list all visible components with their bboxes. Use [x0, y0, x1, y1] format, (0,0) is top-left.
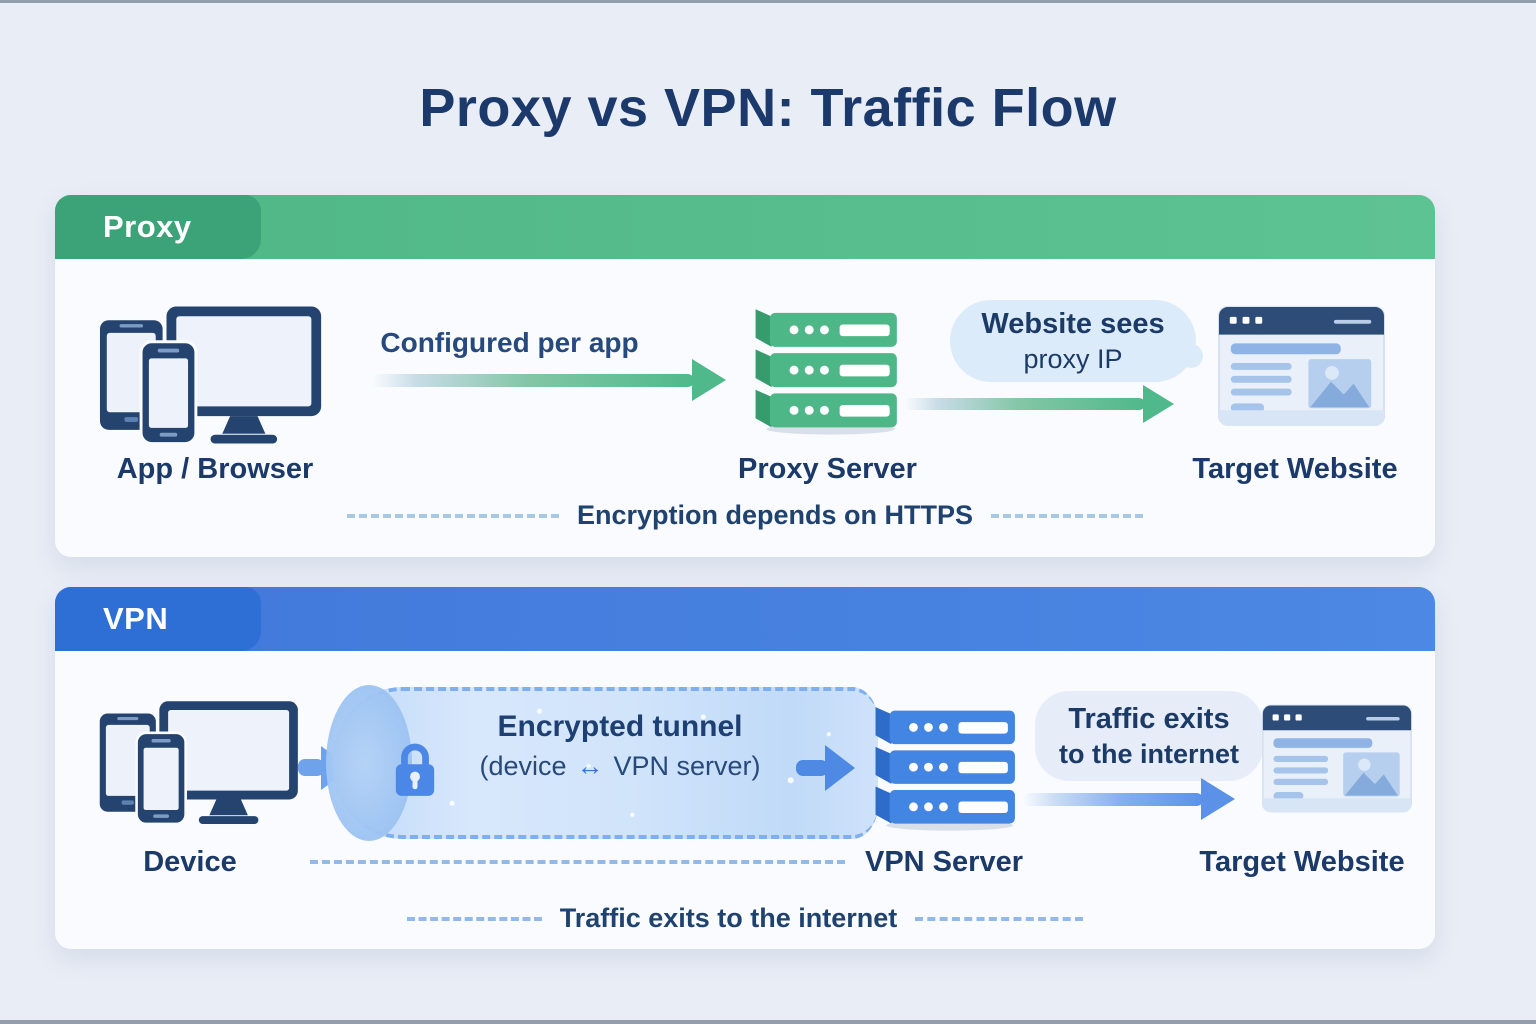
vpn-devices-icon	[98, 701, 304, 826]
vpn-tab: VPN	[55, 587, 261, 651]
vpn-footnote-text: Traffic exits to the internet	[559, 903, 898, 933]
vpn-section-card: VPN Device	[55, 587, 1435, 949]
proxy-server-label: Proxy Server	[738, 453, 917, 485]
dashed-line-left	[346, 513, 559, 518]
website-sees-proxy-ip-bubble: Website sees proxy IP	[950, 300, 1196, 382]
vpn-footnote: Traffic exits to the internet	[55, 903, 1435, 934]
proxy-section-card: Proxy App / Browser Configured per a	[55, 195, 1435, 557]
tunnel-subtitle-post: VPN server)	[613, 751, 761, 781]
vpn-header-bar: VPN	[55, 587, 1435, 651]
proxy-tab: Proxy	[55, 195, 261, 259]
proxy-footnote-text: Encryption depends on HTTPS	[576, 500, 974, 530]
app-browser-label: App / Browser	[116, 453, 314, 485]
devices-icon	[98, 306, 328, 446]
vpn-target-website-label: Target Website	[1199, 846, 1405, 878]
tunnel-entry-cap	[326, 685, 412, 841]
browser-window-icon	[1218, 306, 1385, 426]
vpn-tab-label: VPN	[103, 601, 169, 636]
bubble-line-1: Website sees	[981, 307, 1165, 340]
lock-icon	[392, 739, 438, 799]
tunnel-caption: Encrypted tunnel (device ↔ VPN server)	[450, 710, 790, 782]
vpn-server-label: VPN Server	[865, 846, 1023, 878]
dashed-line-right	[991, 513, 1144, 518]
tunnel-subtitle-pre: (device	[479, 751, 567, 781]
device-label: Device	[143, 846, 237, 878]
proxy-server-icon	[752, 303, 904, 439]
page-title: Proxy vs VPN: Traffic Flow	[419, 78, 1117, 138]
vpn-dashed-line-left	[406, 916, 542, 921]
configured-per-app-label: Configured per app	[380, 327, 639, 358]
bidirectional-arrow-icon: ↔	[576, 751, 604, 781]
bubble-line-2: proxy IP	[1023, 343, 1123, 374]
tunnel-title: Encrypted tunnel	[497, 710, 743, 743]
vpn-server-icon	[872, 701, 1022, 835]
device-to-server-dashed-line	[310, 860, 845, 864]
vpn-bubble-line-1: Traffic exits	[1068, 702, 1230, 735]
target-website-label: Target Website	[1192, 453, 1398, 485]
proxy-footnote: Encryption depends on HTTPS	[55, 500, 1435, 531]
proxy-tab-label: Proxy	[103, 209, 192, 244]
tunnel-subtitle: (device ↔ VPN server)	[450, 751, 790, 782]
traffic-exits-bubble: Traffic exits to the internet	[1035, 691, 1263, 781]
vpn-bubble-line-2: to the internet	[1059, 738, 1239, 769]
proxy-header-bar: Proxy	[55, 195, 1435, 259]
vpn-browser-window-icon	[1262, 701, 1412, 816]
vpn-dashed-line-right	[915, 916, 1084, 921]
